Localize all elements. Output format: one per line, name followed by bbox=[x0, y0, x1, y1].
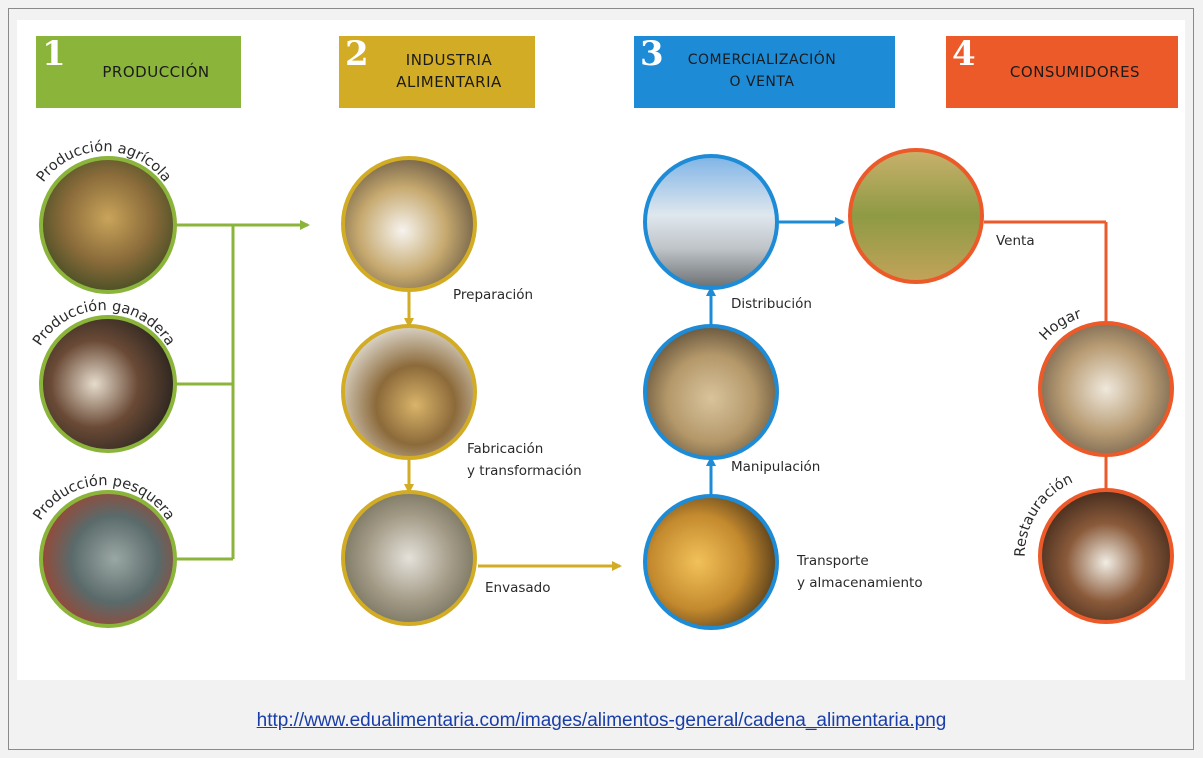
label-transformation: y transformación bbox=[467, 463, 582, 479]
commerce-connectors bbox=[706, 217, 845, 497]
label-preparation: Preparación bbox=[453, 287, 534, 303]
photo-transport-storage bbox=[643, 494, 779, 630]
photo-manufacturing bbox=[341, 324, 477, 460]
label-handling: Manipulación bbox=[731, 459, 821, 475]
stage-title-line2: ALIMENTARIA bbox=[396, 73, 502, 91]
stage-header-comercializacion: 3 COMERCIALIZACIÓN O VENTA bbox=[634, 34, 895, 108]
photo-home bbox=[1038, 321, 1174, 457]
stage-title-line1: INDUSTRIA bbox=[405, 51, 493, 69]
stage-title: CONSUMIDORES bbox=[1009, 63, 1141, 81]
photo-preparation bbox=[341, 156, 477, 292]
photo-restaurant bbox=[1038, 488, 1174, 624]
stage-number: 1 bbox=[42, 34, 66, 74]
label-distribution: Distribución bbox=[731, 296, 812, 312]
stage-header-produccion: 1 PRODUCCIÓN bbox=[36, 34, 241, 108]
label-storage: y almacenamiento bbox=[797, 575, 923, 591]
label-sales: Venta bbox=[996, 233, 1035, 249]
stage-header-industria: 2 INDUSTRIA ALIMENTARIA bbox=[339, 34, 535, 108]
photo-packaging bbox=[341, 490, 477, 626]
photo-distribution bbox=[643, 154, 779, 290]
diagram-canvas bbox=[17, 20, 1185, 680]
stage-title-line1: COMERCIALIZACIÓN bbox=[687, 52, 837, 68]
label-transport: Transporte bbox=[797, 553, 869, 569]
photo-handling bbox=[643, 324, 779, 460]
stage-title: PRODUCCIÓN bbox=[102, 63, 210, 81]
stage-title-line2: O VENTA bbox=[729, 74, 795, 90]
industry-connectors bbox=[404, 290, 622, 571]
photo-agricultural-production bbox=[39, 156, 177, 294]
stage-number: 4 bbox=[952, 34, 976, 74]
photo-fishing-production bbox=[39, 490, 177, 628]
production-connectors bbox=[176, 220, 310, 561]
source-link[interactable]: http://www.edualimentaria.com/images/ali… bbox=[256, 710, 947, 731]
stage-number: 2 bbox=[345, 34, 369, 74]
consumer-connectors bbox=[984, 220, 1108, 490]
stage-number: 3 bbox=[640, 34, 664, 74]
stage-header-consumidores: 4 CONSUMIDORES bbox=[946, 34, 1178, 108]
photo-sales bbox=[848, 148, 984, 284]
label-packaging: Envasado bbox=[485, 580, 551, 596]
label-manufacturing: Fabricación bbox=[467, 441, 544, 457]
photo-livestock-production bbox=[39, 315, 177, 453]
